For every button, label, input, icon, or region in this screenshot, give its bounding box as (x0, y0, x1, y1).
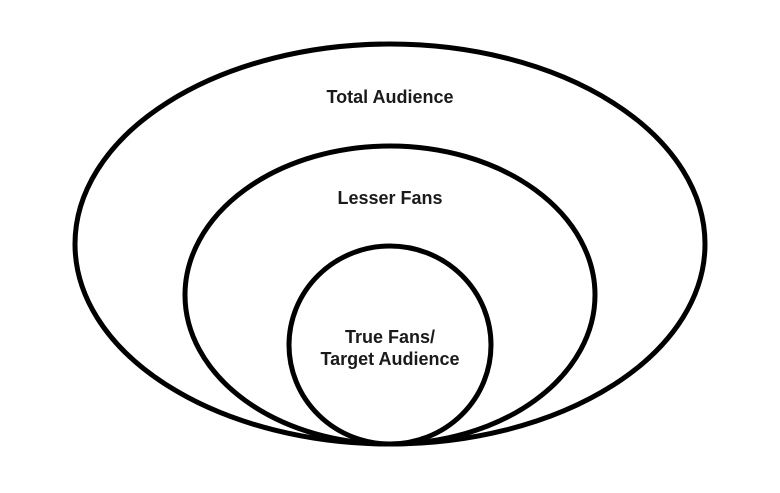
true-fans-circle (286, 243, 494, 447)
true-fans-label: True Fans/ (345, 327, 435, 347)
target-audience-label: Target Audience (320, 349, 459, 369)
total-audience-label: Total Audience (326, 87, 453, 107)
lesser-fans-label: Lesser Fans (337, 188, 442, 208)
